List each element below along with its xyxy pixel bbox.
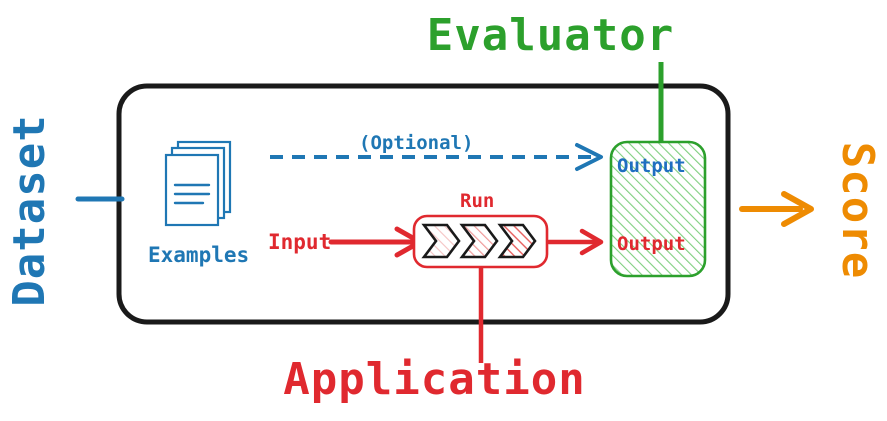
output-top-label: Output — [617, 155, 686, 177]
run-to-output-arrow — [546, 228, 604, 256]
input-label: Input — [268, 230, 332, 254]
output-box — [609, 140, 707, 278]
chevron-pipeline-icon — [421, 223, 537, 259]
optional-label: (Optional) — [359, 132, 474, 154]
stacked-documents-icon — [164, 140, 232, 227]
output-bottom-label: Output — [617, 233, 686, 255]
run-label: Run — [460, 190, 495, 212]
input-arrow — [328, 226, 423, 258]
experiment-boundary — [116, 83, 731, 325]
application-label: Application — [283, 354, 586, 405]
score-arrow — [739, 191, 814, 227]
evaluator-label: Evaluator — [426, 10, 675, 61]
optional-dashed-arrow — [270, 143, 603, 171]
examples-label: Examples — [148, 243, 250, 267]
